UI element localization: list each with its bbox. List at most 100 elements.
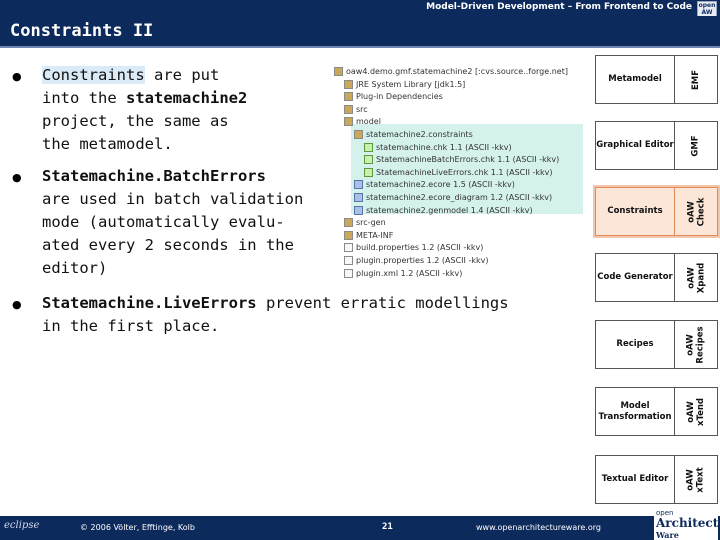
tool-box-label: Textual Editor bbox=[596, 456, 675, 503]
copyright-text: © 2006 Völter, Efftinge, Kolb bbox=[80, 523, 195, 532]
tree-item-label: statemachine.chk 1.1 (ASCII -kkv) bbox=[376, 142, 512, 152]
tree-item[interactable]: Plug-in Dependencies bbox=[344, 91, 443, 102]
constraints-selection-highlight bbox=[351, 124, 583, 214]
body-text: mode (automatically evalu- bbox=[42, 213, 285, 231]
tree-item[interactable]: StatemachineBatchErrors.chk 1.1 (ASCII -… bbox=[364, 154, 559, 165]
tool-box-label: Code Generator bbox=[596, 254, 675, 301]
bullet-line: Statemachine.LiveErrors prevent erratic … bbox=[42, 292, 509, 315]
tool-box-label: Recipes bbox=[596, 321, 675, 368]
tool-box-label: Graphical Editor bbox=[596, 122, 675, 169]
body-text: prevent erratic modellings bbox=[256, 294, 509, 312]
tree-item[interactable]: model bbox=[344, 116, 381, 127]
highlighted-text: Constraints bbox=[42, 66, 145, 84]
body-text: are put bbox=[144, 66, 220, 84]
bullet-batch-errors: Statemachine.BatchErrors are used in batc… bbox=[42, 165, 303, 280]
page-number: 21 bbox=[382, 522, 393, 532]
title-divider bbox=[0, 46, 720, 48]
file-icon bbox=[344, 256, 353, 265]
tree-item[interactable]: statemachine2.ecore 1.5 (ASCII -kkv) bbox=[354, 179, 515, 190]
bullet-dot-icon: ● bbox=[12, 298, 22, 311]
bullet-line: the metamodel. bbox=[42, 133, 247, 156]
tree-item-label: JRE System Library [jdk1.5] bbox=[356, 79, 466, 89]
tree-item-label: plugin.properties 1.2 (ASCII -kkv) bbox=[356, 256, 489, 265]
tool-tag-text: GMF bbox=[691, 134, 701, 157]
tree-item-label: build.properties 1.2 (ASCII -kkv) bbox=[356, 243, 484, 253]
tree-item[interactable]: statemachine.chk 1.1 (ASCII -kkv) bbox=[364, 142, 512, 153]
tree-item-label: META-INF bbox=[356, 230, 394, 240]
tree-item[interactable]: src bbox=[344, 104, 368, 115]
website-link[interactable]: www.openarchitectureware.org bbox=[476, 523, 601, 532]
tree-item[interactable]: META-INF bbox=[344, 230, 393, 241]
tree-item-label: statemachine2.constraints bbox=[366, 130, 473, 139]
tree-item[interactable]: src-gen bbox=[344, 217, 386, 228]
bullet-live-errors: Statemachine.LiveErrors prevent erratic … bbox=[42, 292, 509, 338]
bullet-line: in the first place. bbox=[42, 315, 509, 338]
keyword-text: Statemachine.LiveErrors bbox=[42, 294, 257, 312]
tree-item-label: StatemachineBatchErrors.chk 1.1 (ASCII -… bbox=[376, 155, 560, 165]
tree-item-label: oaw4.demo.gmf.statemachine2 [:cvs.source… bbox=[346, 67, 568, 76]
bullet-constraints: Constraints are put into the statemachine… bbox=[42, 64, 247, 156]
chk-icon bbox=[364, 155, 373, 165]
bullet-line: project, the same as bbox=[42, 110, 247, 133]
tree-item[interactable]: JRE System Library [jdk1.5] bbox=[344, 79, 465, 90]
bullet-line: editor) bbox=[42, 257, 303, 280]
tool-box-tag: GMF bbox=[675, 122, 717, 169]
bullet-line: into the statemachine2 bbox=[42, 87, 247, 110]
pkg-icon bbox=[344, 92, 353, 102]
tree-item[interactable]: oaw4.demo.gmf.statemachine2 [:cvs.source… bbox=[334, 66, 568, 77]
chk-icon bbox=[364, 142, 373, 152]
tree-item[interactable]: statemachine2.ecore_diagram 1.2 (ASCII -… bbox=[354, 192, 552, 203]
eclipse-logo: eclipse bbox=[4, 520, 40, 531]
tree-item[interactable]: statemachine2.constraints bbox=[354, 129, 473, 140]
model-icon bbox=[354, 180, 363, 190]
tree-item[interactable]: statemachine2.genmodel 1.4 (ASCII -kkv) bbox=[354, 205, 533, 216]
bullet-line: are used in batch validation bbox=[42, 188, 303, 211]
file-icon bbox=[344, 243, 353, 253]
body-text: the metamodel. bbox=[42, 135, 173, 153]
bullet-line: mode (automatically evalu- bbox=[42, 211, 303, 234]
bullet-line: ated every 2 seconds in the bbox=[42, 234, 303, 257]
tool-box-graphical-editor: Graphical Editor GMF bbox=[595, 121, 718, 170]
tree-item-label: statemachine2.ecore 1.5 (ASCII -kkv) bbox=[366, 180, 515, 190]
footer-bar bbox=[0, 516, 720, 540]
tool-box-label: Metamodel bbox=[596, 56, 675, 103]
tree-item-label: plugin.xml 1.2 (ASCII -kkv) bbox=[356, 268, 463, 278]
body-text: ated every 2 seconds in the bbox=[42, 236, 294, 254]
file-icon bbox=[344, 268, 353, 278]
bullet-dot-icon: ● bbox=[12, 70, 22, 83]
keyword-text: statemachine2 bbox=[126, 89, 248, 107]
pkg-icon bbox=[344, 117, 353, 127]
bullet-line: Statemachine.BatchErrors bbox=[42, 165, 303, 188]
tree-item-label: model bbox=[356, 117, 381, 127]
slide-title: Constraints II bbox=[10, 21, 154, 41]
presentation-title: Model-Driven Development – From Frontend… bbox=[426, 2, 692, 12]
body-text: into the bbox=[42, 89, 126, 107]
tree-item[interactable]: plugin.properties 1.2 (ASCII -kkv) bbox=[344, 255, 488, 266]
top-banner: Model-Driven Development – From Frontend… bbox=[0, 0, 720, 17]
tree-item-label: statemachine2.ecore_diagram 1.2 (ASCII -… bbox=[366, 193, 553, 202]
tree-item[interactable]: StatemachineLiveErrors.chk 1.1 (ASCII -k… bbox=[364, 167, 553, 178]
tree-item[interactable]: plugin.xml 1.2 (ASCII -kkv) bbox=[344, 268, 462, 279]
tree-item[interactable]: build.properties 1.2 (ASCII -kkv) bbox=[344, 242, 483, 253]
open-architecture-ware-logo: open Architecture Ware bbox=[654, 508, 720, 540]
tree-item-label: src bbox=[356, 104, 368, 114]
tree-item-label: StatemachineLiveErrors.chk 1.1 (ASCII -k… bbox=[376, 167, 553, 177]
body-text: project, the same as bbox=[42, 112, 229, 130]
body-text: are used in batch validation bbox=[42, 190, 304, 208]
pkg-icon bbox=[344, 230, 353, 240]
model-icon bbox=[354, 205, 363, 215]
pkg-icon bbox=[334, 67, 343, 76]
